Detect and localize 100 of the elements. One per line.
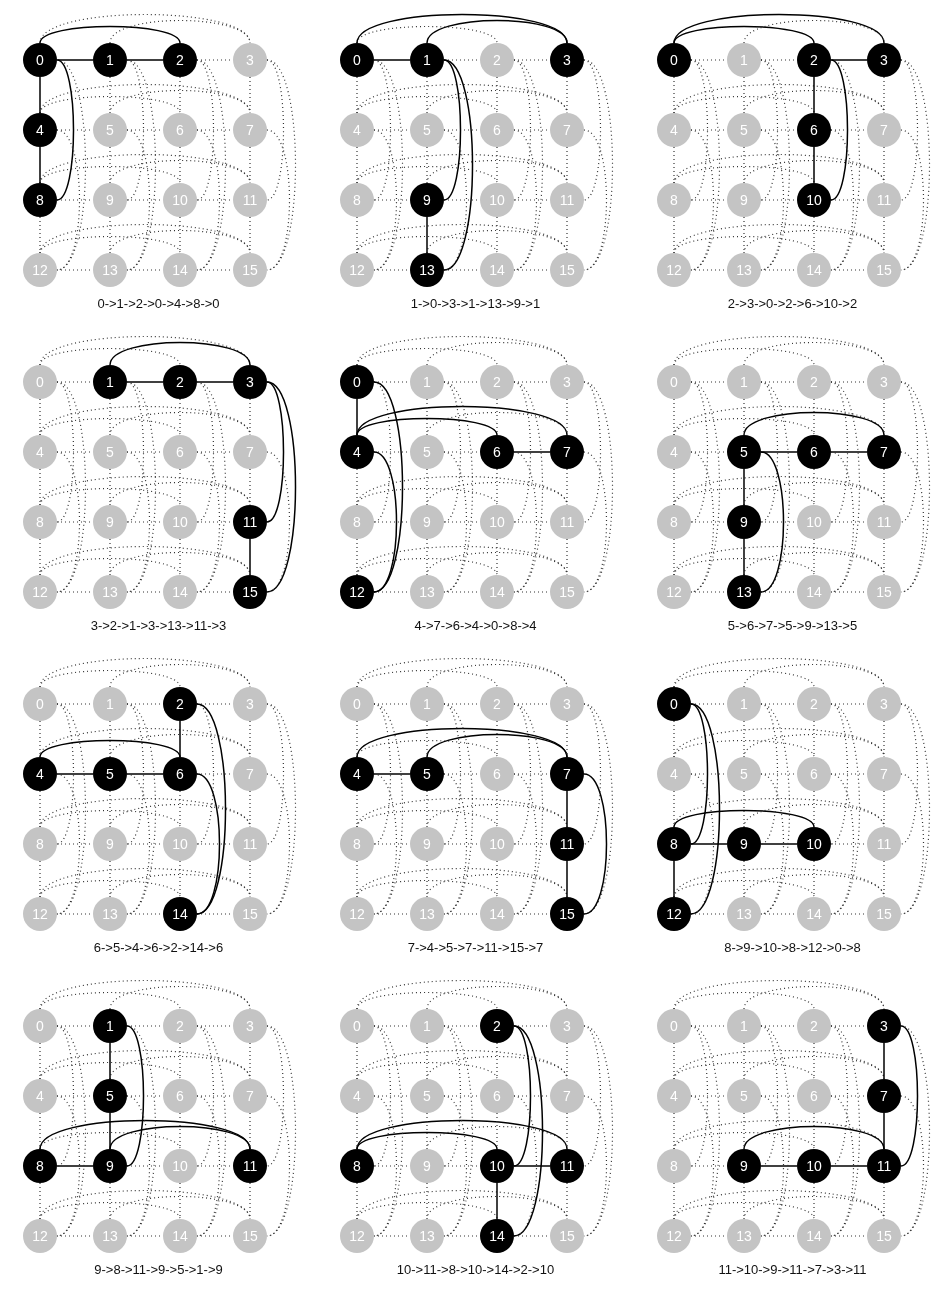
vertex-circle: 1 <box>727 1009 761 1043</box>
vertex-circle: 10 <box>163 1149 197 1183</box>
vertex-circle: 5 <box>727 757 761 791</box>
vertex-circle: 1 <box>727 365 761 399</box>
vertex-circle: 2 <box>480 1009 514 1043</box>
caption-text: 10->11->8->10->14->2->10 <box>395 1262 556 1277</box>
vertex-circle: 12 <box>657 1219 691 1253</box>
vertex-circle: 14 <box>797 575 831 609</box>
vertex-circle: 0 <box>23 43 57 77</box>
caption-text: 7->4->5->7->11->15->7 <box>406 940 545 955</box>
vertex-circle: 13 <box>93 897 127 931</box>
vertex-circle: 12 <box>340 575 374 609</box>
vertex-circle: 13 <box>93 253 127 287</box>
edge-line <box>266 381 297 593</box>
vertex-circle: 4 <box>340 1079 374 1113</box>
vertex-circle: 3 <box>867 365 901 399</box>
vertex-circle: 13 <box>727 253 761 287</box>
vertex-circle: 4 <box>340 435 374 469</box>
edge-line <box>196 773 221 915</box>
edge-line <box>673 13 885 44</box>
vertex-circle: 6 <box>797 1079 831 1113</box>
vertex-circle: 7 <box>867 113 901 147</box>
edge-line <box>813 76 815 114</box>
vertex-circle: 1 <box>410 1009 444 1043</box>
vertex-circle: 10 <box>797 183 831 217</box>
caption-text: 11->10->9->11->7->3->11 <box>717 1262 868 1277</box>
caption-text: 5->6->7->5->9->13->5 <box>726 618 859 633</box>
edge-line <box>743 411 885 436</box>
vertex-circle: 3 <box>233 687 267 721</box>
edge-line <box>356 727 568 758</box>
edge-line <box>356 1119 568 1150</box>
edge-line <box>39 76 41 114</box>
vertex-circle: 4 <box>657 113 691 147</box>
vertex-circle: 3 <box>550 43 584 77</box>
vertex-circle: 13 <box>410 253 444 287</box>
vertex-circle: 3 <box>550 1009 584 1043</box>
vertex-circle: 6 <box>163 113 197 147</box>
vertex-circle: 3 <box>550 687 584 721</box>
vertex-circle: 8 <box>23 827 57 861</box>
vertex-circle: 4 <box>340 113 374 147</box>
vertex-circle: 5 <box>727 435 761 469</box>
vertex-circle: 10 <box>163 183 197 217</box>
vertex-circle: 15 <box>550 1219 584 1253</box>
vertex-circle: 3 <box>867 687 901 721</box>
vertex-circle: 7 <box>550 1079 584 1113</box>
edge-line <box>830 59 849 201</box>
vertex-circle: 9 <box>410 183 444 217</box>
vertex-circle: 15 <box>233 253 267 287</box>
edge-line <box>813 146 815 184</box>
vertex-circle: 8 <box>340 827 374 861</box>
vertex-circle: 4 <box>23 1079 57 1113</box>
vertex-circle: 0 <box>340 43 374 77</box>
edge-line <box>373 451 398 593</box>
vertex-circle: 8 <box>23 1149 57 1183</box>
vertex-circle: 14 <box>797 253 831 287</box>
edge-line <box>196 703 227 915</box>
vertex-circle: 8 <box>657 505 691 539</box>
vertex-circle: 11 <box>233 1149 267 1183</box>
vertex-circle: 13 <box>727 1219 761 1253</box>
vertex-circle: 0 <box>340 365 374 399</box>
vertex-circle: 0 <box>657 687 691 721</box>
edge-line <box>109 341 251 366</box>
caption-text: 3->2->1->3->13->11->3 <box>89 618 228 633</box>
vertex-circle: 7 <box>550 757 584 791</box>
vertex-circle: 1 <box>410 687 444 721</box>
vertex-circle: 0 <box>340 687 374 721</box>
edge-line <box>373 59 411 61</box>
vertex-circle: 15 <box>867 897 901 931</box>
vertex-circle: 1 <box>93 687 127 721</box>
vertex-circle: 3 <box>867 1009 901 1043</box>
caption-text: 2->3->0->2->6->10->2 <box>726 296 859 311</box>
vertex-circle: 10 <box>480 505 514 539</box>
vertex-circle: 3 <box>233 365 267 399</box>
vertex-circle: 1 <box>410 43 444 77</box>
vertex-circle: 2 <box>797 43 831 77</box>
vertex-circle: 7 <box>867 1079 901 1113</box>
vertex-circle: 7 <box>550 113 584 147</box>
caption-text: 0->1->2->0->4->8->0 <box>96 296 221 311</box>
vertex-circle: 8 <box>340 183 374 217</box>
vertex-circle: 14 <box>797 897 831 931</box>
vertex-circle: 0 <box>657 365 691 399</box>
vertex-circle: 5 <box>93 435 127 469</box>
vertex-circle: 2 <box>163 365 197 399</box>
vertex-circle: 11 <box>550 183 584 217</box>
vertex-circle: 4 <box>23 435 57 469</box>
edge-line <box>56 59 75 201</box>
vertex-circle: 0 <box>657 1009 691 1043</box>
vertex-circle: 2 <box>480 687 514 721</box>
edge-line <box>356 13 568 44</box>
vertex-circle: 13 <box>410 897 444 931</box>
vertex-circle: 7 <box>867 435 901 469</box>
vertex-circle: 13 <box>727 575 761 609</box>
edge-line <box>356 398 358 436</box>
edge-line <box>830 59 868 61</box>
vertex-circle: 15 <box>233 1219 267 1253</box>
edge-line <box>566 790 568 828</box>
edge-line <box>126 773 164 775</box>
vertex-circle: 0 <box>23 687 57 721</box>
vertex-circle: 5 <box>727 1079 761 1113</box>
vertex-circle: 1 <box>727 687 761 721</box>
